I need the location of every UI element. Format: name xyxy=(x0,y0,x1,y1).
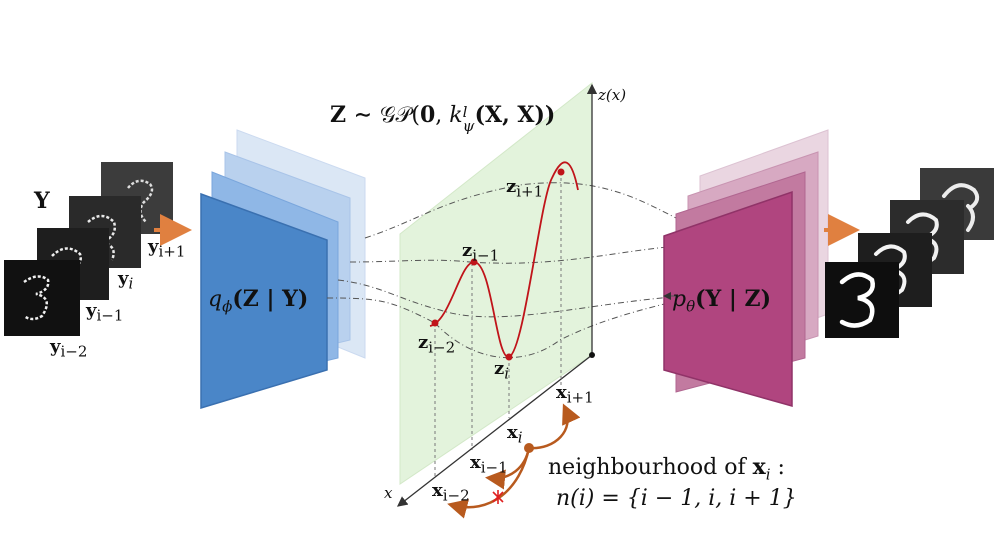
input-x-label-i+1: xi+1 xyxy=(556,382,594,407)
input-x-label-i: xi xyxy=(507,422,523,447)
input-label-i: yi xyxy=(118,268,134,293)
latent-points xyxy=(431,168,565,361)
encoder-planes xyxy=(200,129,366,410)
input-frame-i-2 xyxy=(4,260,80,336)
decoder-planes xyxy=(663,129,829,407)
excluded-marker xyxy=(492,490,504,504)
latent-label-i+1: zi+1 xyxy=(506,176,544,201)
input-set-label: Y xyxy=(34,188,50,214)
neighbourhood-center xyxy=(524,443,534,453)
input-x-label-i-1: xi−1 xyxy=(470,452,508,477)
z-axis-label: z(x) xyxy=(598,86,627,104)
input-label-i+1: yi+1 xyxy=(148,236,186,261)
decoder-label: pθ(Y | Z) xyxy=(672,286,772,316)
neighbourhood-definition: n(i) = {i − 1, i, i + 1} xyxy=(556,486,797,511)
input-x-label-i-2: xi−2 xyxy=(432,480,470,505)
neighbourhood-title: neighbourhood of xi : xyxy=(548,454,785,484)
encoder-label: qϕ(Z | Y) xyxy=(208,286,309,316)
origin-dot xyxy=(589,352,595,358)
connectors xyxy=(326,182,691,359)
latent-label-i: zi xyxy=(494,358,510,383)
latent-label-i-1: zi−1 xyxy=(462,240,500,265)
output-frame-i-2 xyxy=(825,262,899,338)
x-axis xyxy=(396,354,593,507)
latent-label-i-2: zi−2 xyxy=(418,332,456,357)
x-axis-label: x xyxy=(384,484,393,502)
input-label-i-2: yi−2 xyxy=(50,336,88,361)
latent-plane xyxy=(399,81,593,485)
drop-lines xyxy=(434,172,562,478)
input-label-i-1: yi−1 xyxy=(86,300,124,325)
